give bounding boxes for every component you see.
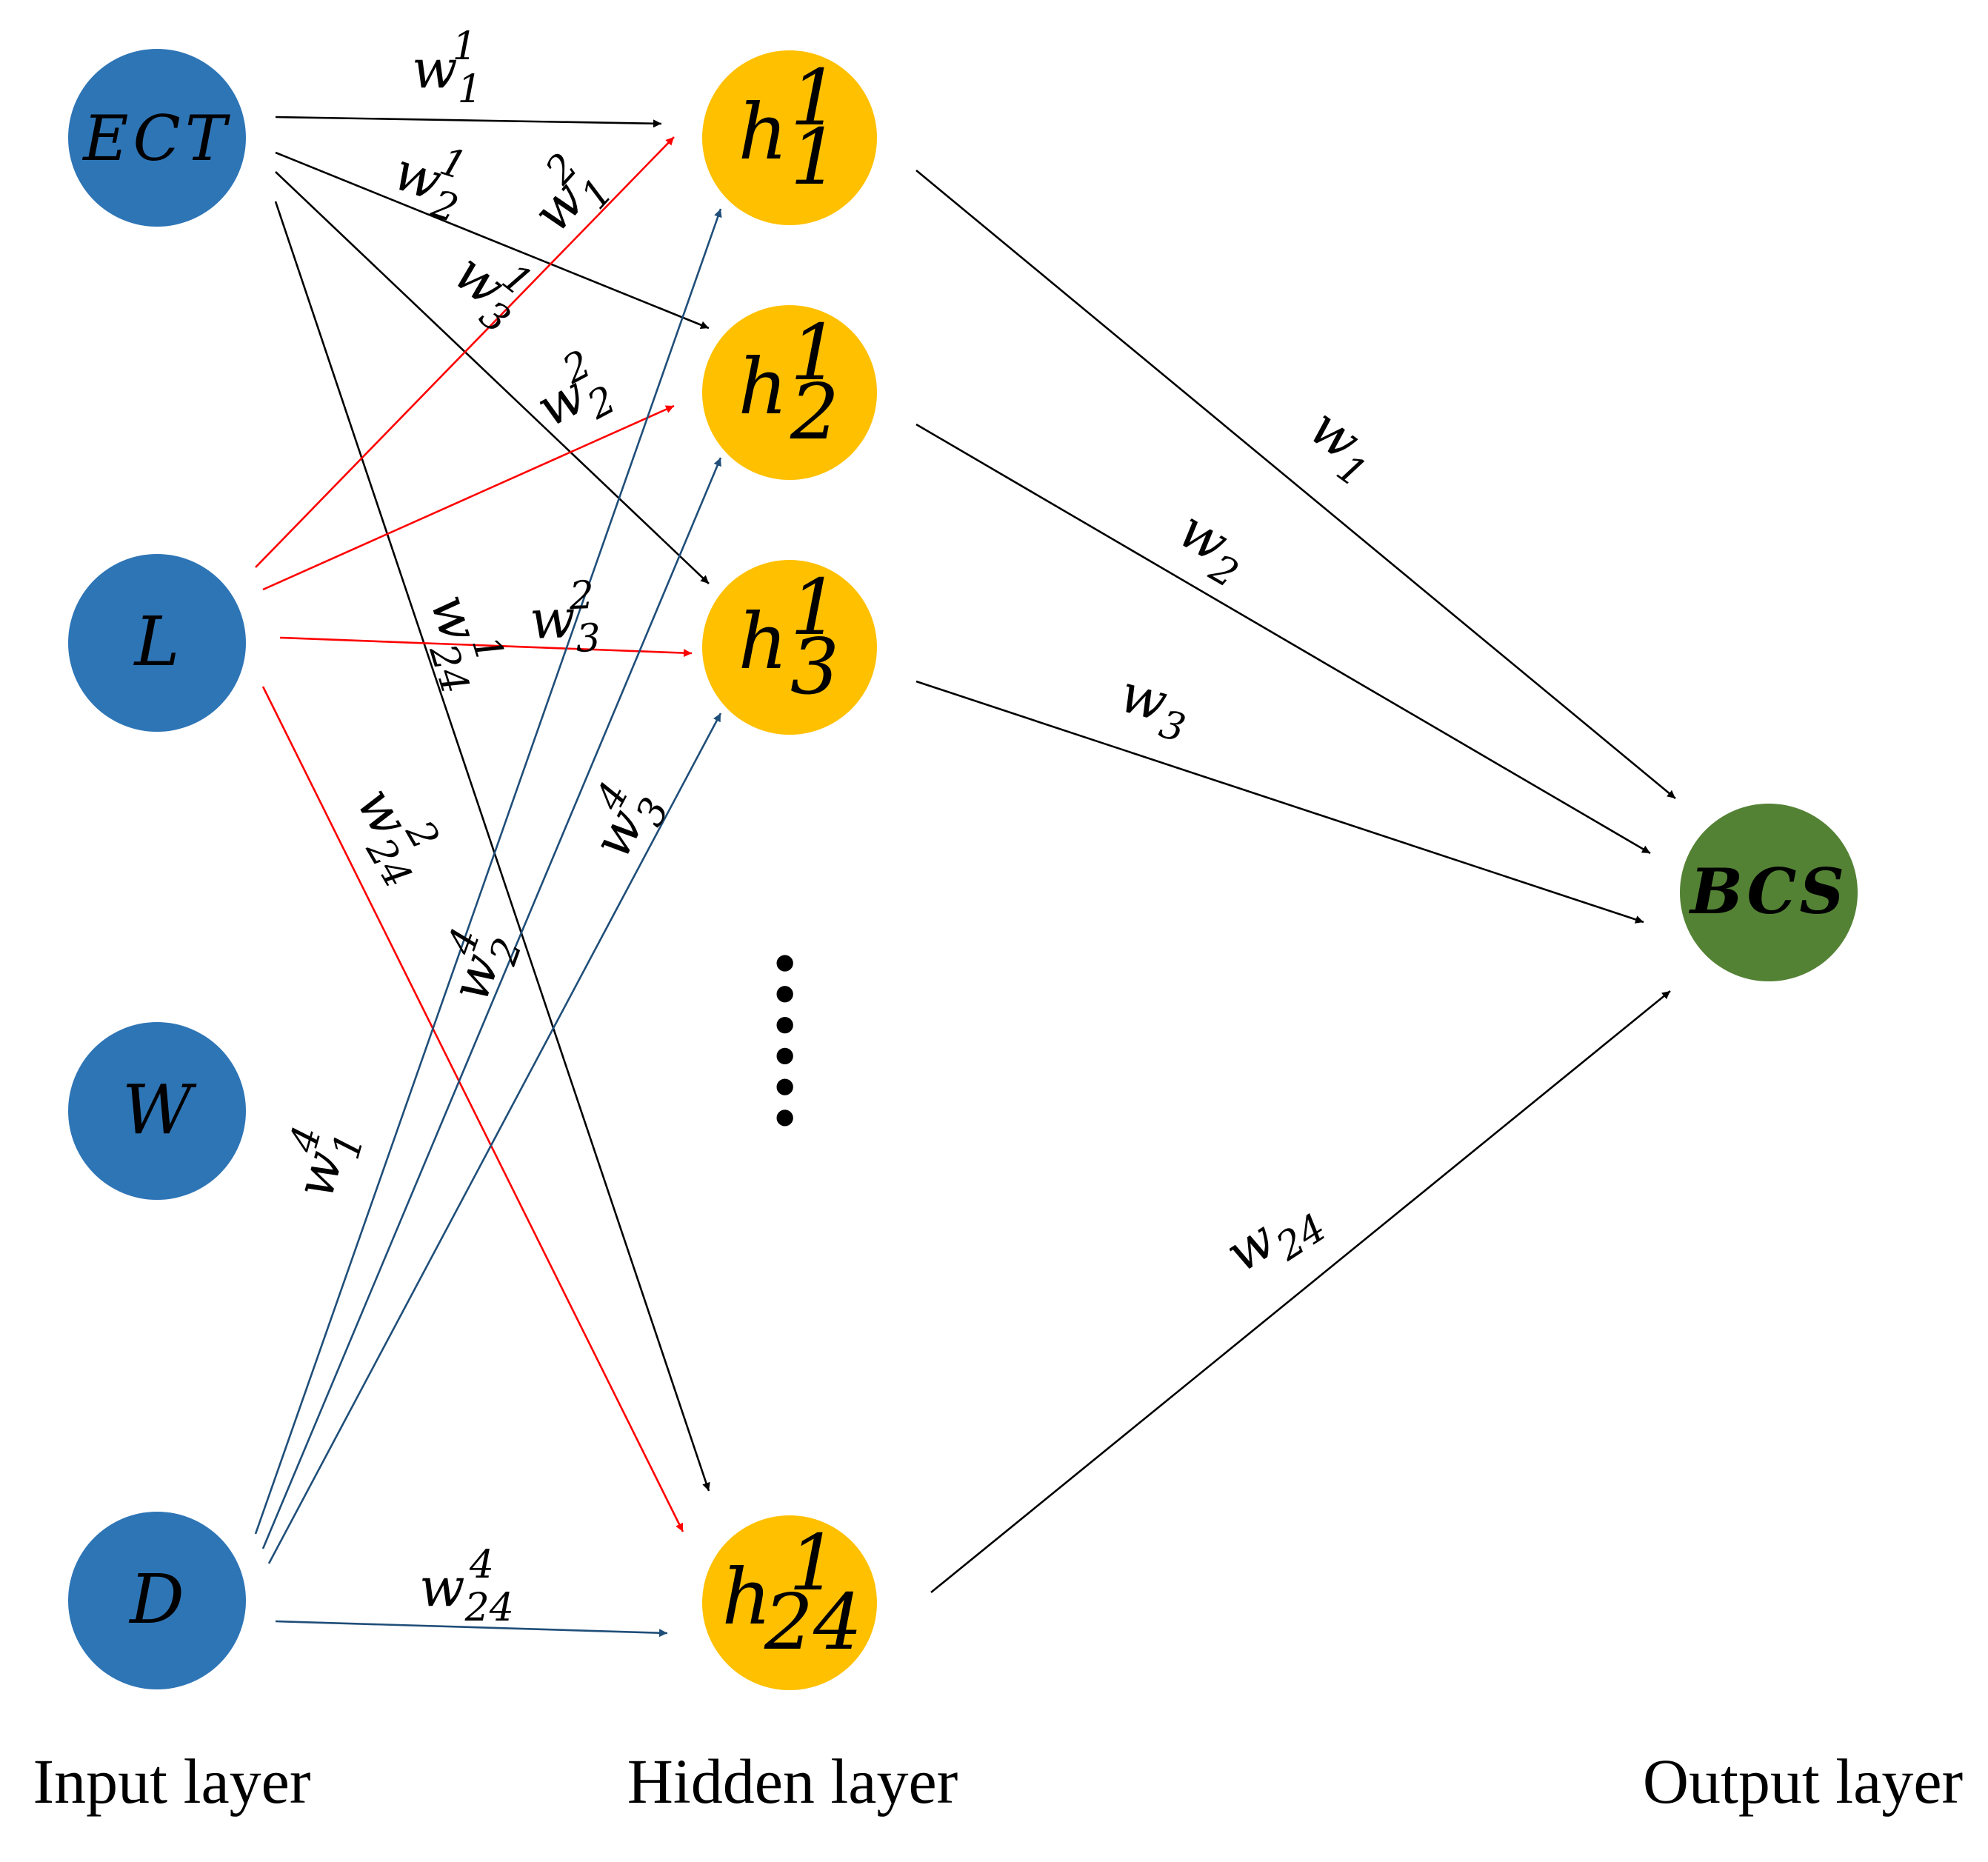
- svg-text:1: 1: [790, 53, 839, 143]
- edge-ect-h2: [275, 151, 710, 330]
- svg-text:1: 1: [790, 562, 839, 653]
- edge-ect-h3: [275, 171, 710, 584]
- weight-label-d-h1: w14: [270, 1117, 373, 1209]
- weight-label-l-h1: w12: [510, 141, 622, 252]
- svg-text:w3: w3: [1110, 661, 1197, 751]
- edge-d-h1: [254, 208, 722, 1535]
- input-node-ect: ECT: [68, 49, 246, 227]
- svg-text:W: W: [122, 1070, 197, 1149]
- weight-label-ect-h1: w11: [412, 24, 482, 112]
- svg-text:BCS: BCS: [1689, 855, 1847, 928]
- input-node-w: W: [68, 1022, 246, 1200]
- svg-text:1: 1: [789, 1518, 838, 1608]
- svg-text:w21: w21: [383, 127, 477, 231]
- svg-text:w24: w24: [425, 918, 531, 1013]
- svg-text:h: h: [738, 596, 788, 687]
- edge-ect-h1: [275, 116, 662, 128]
- edge-ect-h24: [274, 201, 710, 1492]
- input-layer-label: Input layer: [33, 1746, 311, 1817]
- layer-titles: ...... Input layer Hidden layer Output laye…: [33, 948, 1964, 1817]
- svg-text:L: L: [133, 602, 179, 681]
- svg-text:h: h: [722, 1552, 772, 1642]
- weight-label-d-h24: w244: [419, 1543, 514, 1630]
- svg-text:w244: w244: [419, 1543, 514, 1630]
- svg-text:w12: w12: [510, 141, 622, 252]
- weight-label-h2-bcs: w2: [1163, 498, 1261, 597]
- svg-text:h: h: [738, 87, 788, 177]
- svg-text:D: D: [128, 1560, 184, 1639]
- edge-l-h3: [279, 636, 693, 658]
- edge-l-h2: [262, 404, 675, 591]
- svg-text:w14: w14: [270, 1117, 373, 1209]
- edge-h2-bcs: [915, 423, 1651, 855]
- edge-h1-bcs: [915, 169, 1676, 800]
- weight-label-h24-bcs: w24: [1215, 1181, 1335, 1294]
- output-node-bcs: BCS: [1680, 804, 1858, 981]
- input-node-d: D: [68, 1512, 246, 1689]
- weight-label-l-h3: w32: [528, 573, 601, 663]
- edge-l-h24: [261, 686, 684, 1532]
- weight-label-ect-h2: w21: [383, 127, 477, 232]
- svg-text:1: 1: [790, 307, 839, 398]
- weight-label-l-h2: w22: [520, 339, 624, 450]
- svg-text:w11: w11: [412, 24, 482, 112]
- svg-text:h: h: [738, 341, 788, 432]
- svg-text:w22: w22: [520, 339, 623, 450]
- svg-text:w24: w24: [1215, 1181, 1335, 1294]
- edge-h24-bcs: [930, 990, 1671, 1594]
- svg-text:w34: w34: [568, 770, 678, 873]
- svg-text:w32: w32: [528, 573, 601, 663]
- svg-text:1: 1: [790, 112, 839, 202]
- svg-text:24: 24: [764, 1577, 862, 1667]
- weight-label-d-h3: w34: [568, 770, 678, 873]
- svg-text:2: 2: [790, 367, 839, 457]
- hidden-ellipsis: ......: [756, 948, 861, 1134]
- svg-text:ECT: ECT: [81, 102, 231, 175]
- weight-label-h1-bcs: w1: [1292, 396, 1392, 497]
- hidden-layer-label: Hidden layer: [627, 1746, 958, 1817]
- svg-text:w2: w2: [1163, 498, 1261, 597]
- edge-l-h1: [255, 136, 675, 568]
- svg-text:w242: w242: [334, 770, 457, 896]
- edge-d-h3: [267, 713, 722, 1564]
- connections-layer: [254, 116, 1676, 1638]
- weight-label-h3-bcs: w3: [1110, 661, 1197, 751]
- edge-d-h2: [261, 457, 722, 1549]
- weight-labels-layer: w11w21w31w241w12w22w32w242w14w24w34w244w…: [270, 24, 1392, 1630]
- svg-text:3: 3: [790, 621, 839, 712]
- weight-label-l-h24: w242: [334, 770, 457, 896]
- edge-d-h24: [275, 1620, 668, 1638]
- edge-h3-bcs: [915, 680, 1644, 924]
- output-layer-label: Output layer: [1643, 1746, 1963, 1817]
- input-node-l: L: [68, 554, 246, 732]
- svg-text:w1: w1: [1292, 396, 1392, 497]
- weight-label-d-h2: w24: [425, 918, 531, 1013]
